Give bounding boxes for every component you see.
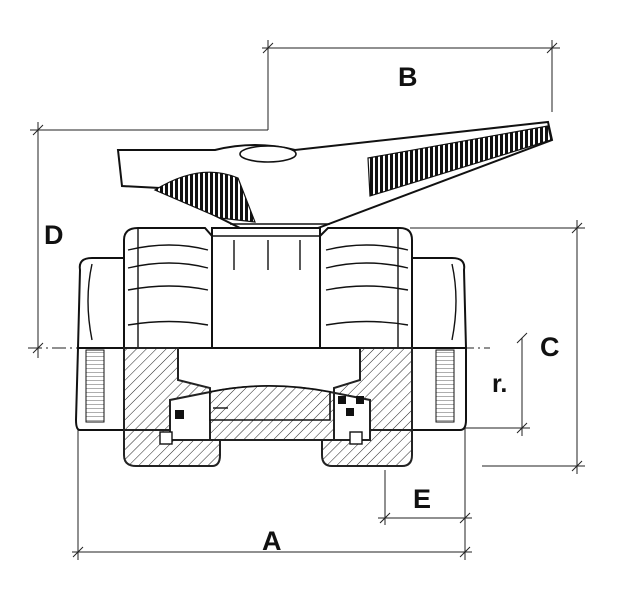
valve-upper-body <box>76 227 468 349</box>
dimension-a <box>72 430 472 560</box>
valve-handle <box>116 120 554 229</box>
dimension-e <box>378 425 472 560</box>
label-c: C <box>540 332 560 362</box>
dimension-c <box>410 220 585 474</box>
label-e: E <box>413 484 431 514</box>
dimension-r <box>465 332 530 436</box>
label-r: r. <box>492 370 507 398</box>
label-b: B <box>398 62 418 92</box>
label-a: A <box>262 526 282 556</box>
valve-lower-section <box>74 347 467 467</box>
label-d: D <box>44 220 64 250</box>
dimension-b <box>30 40 560 131</box>
dimension-d <box>32 122 44 358</box>
